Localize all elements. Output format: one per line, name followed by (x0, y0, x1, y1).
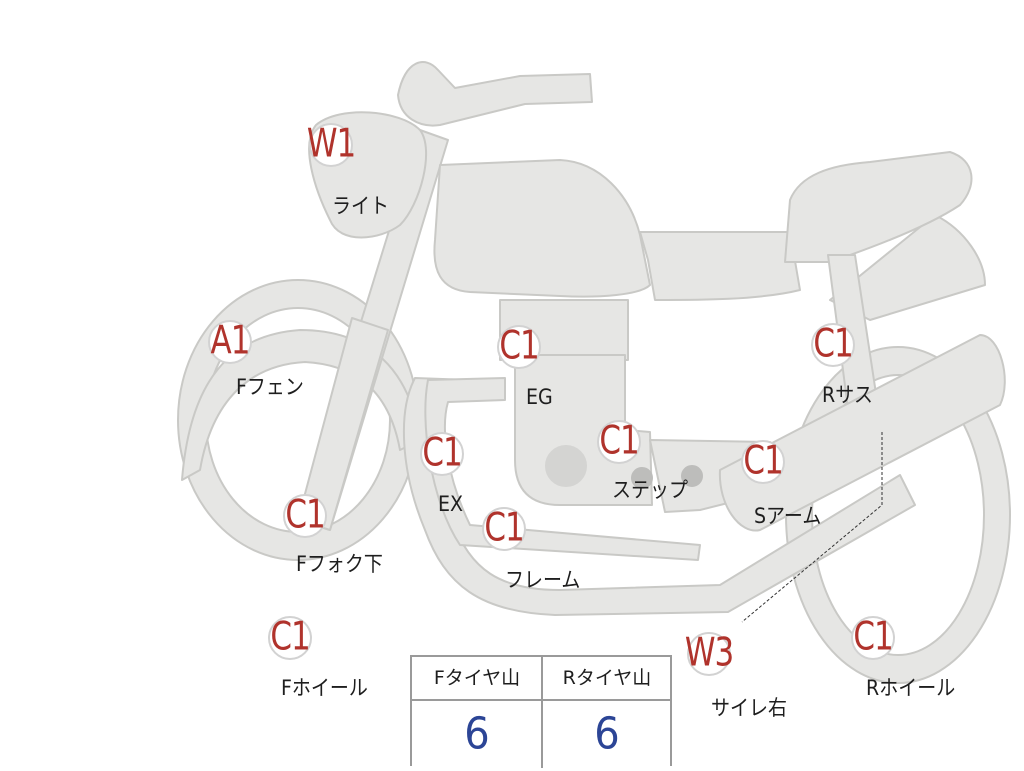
silencer (718, 334, 1006, 532)
marker-exhaust: C1 (420, 432, 464, 476)
label-f-fork: Fフォク下 (296, 551, 383, 577)
fork-lower (297, 317, 389, 531)
marker-f-fork: C1 (283, 494, 327, 538)
table-column-divider (541, 657, 543, 768)
marker-swing-arm: C1 (741, 440, 785, 484)
side-cover (639, 231, 801, 301)
rear-tread-value: 6 (594, 708, 620, 760)
marker-r-suspension: C1 (811, 323, 855, 367)
label-r-suspension: Rサス (822, 382, 873, 408)
step-peg (631, 467, 653, 489)
marker-silencer-right: W3 (684, 630, 734, 676)
marker-f-fender: A1 (208, 320, 252, 364)
marker-r-wheel: C1 (851, 616, 895, 660)
label-f-fender: Fフェン (236, 374, 304, 400)
marker-light: W1 (306, 121, 356, 167)
label-silencer-right: サイレ右 (711, 695, 788, 721)
label-f-wheel: Fホイール (281, 675, 368, 701)
marker-engine: C1 (497, 325, 541, 369)
handlebar (397, 61, 593, 127)
label-swing-arm: Sアーム (754, 503, 822, 529)
rear-tread-header: Rタイヤ山 (562, 667, 652, 689)
front-tread-value: 6 (464, 708, 490, 760)
marker-frame: C1 (482, 507, 526, 551)
fuel-tank (433, 159, 651, 298)
marker-f-wheel: C1 (268, 616, 312, 660)
label-r-wheel: Rホイール (866, 675, 956, 701)
front-tread-header: Fタイヤ山 (433, 667, 521, 689)
label-frame: フレーム (505, 567, 581, 593)
label-light: ライト (332, 193, 390, 219)
tire-tread-table: Fタイヤ山 Rタイヤ山 6 6 (410, 655, 672, 768)
label-step: ステップ (612, 477, 689, 503)
label-exhaust: EX (438, 491, 464, 517)
engine-cover (545, 445, 587, 487)
exhaust-pipe (424, 377, 701, 561)
leader-line (741, 432, 883, 623)
seat (784, 151, 973, 263)
step-peg-2 (681, 465, 703, 487)
label-engine: EG (526, 384, 553, 410)
marker-step: C1 (597, 420, 641, 464)
